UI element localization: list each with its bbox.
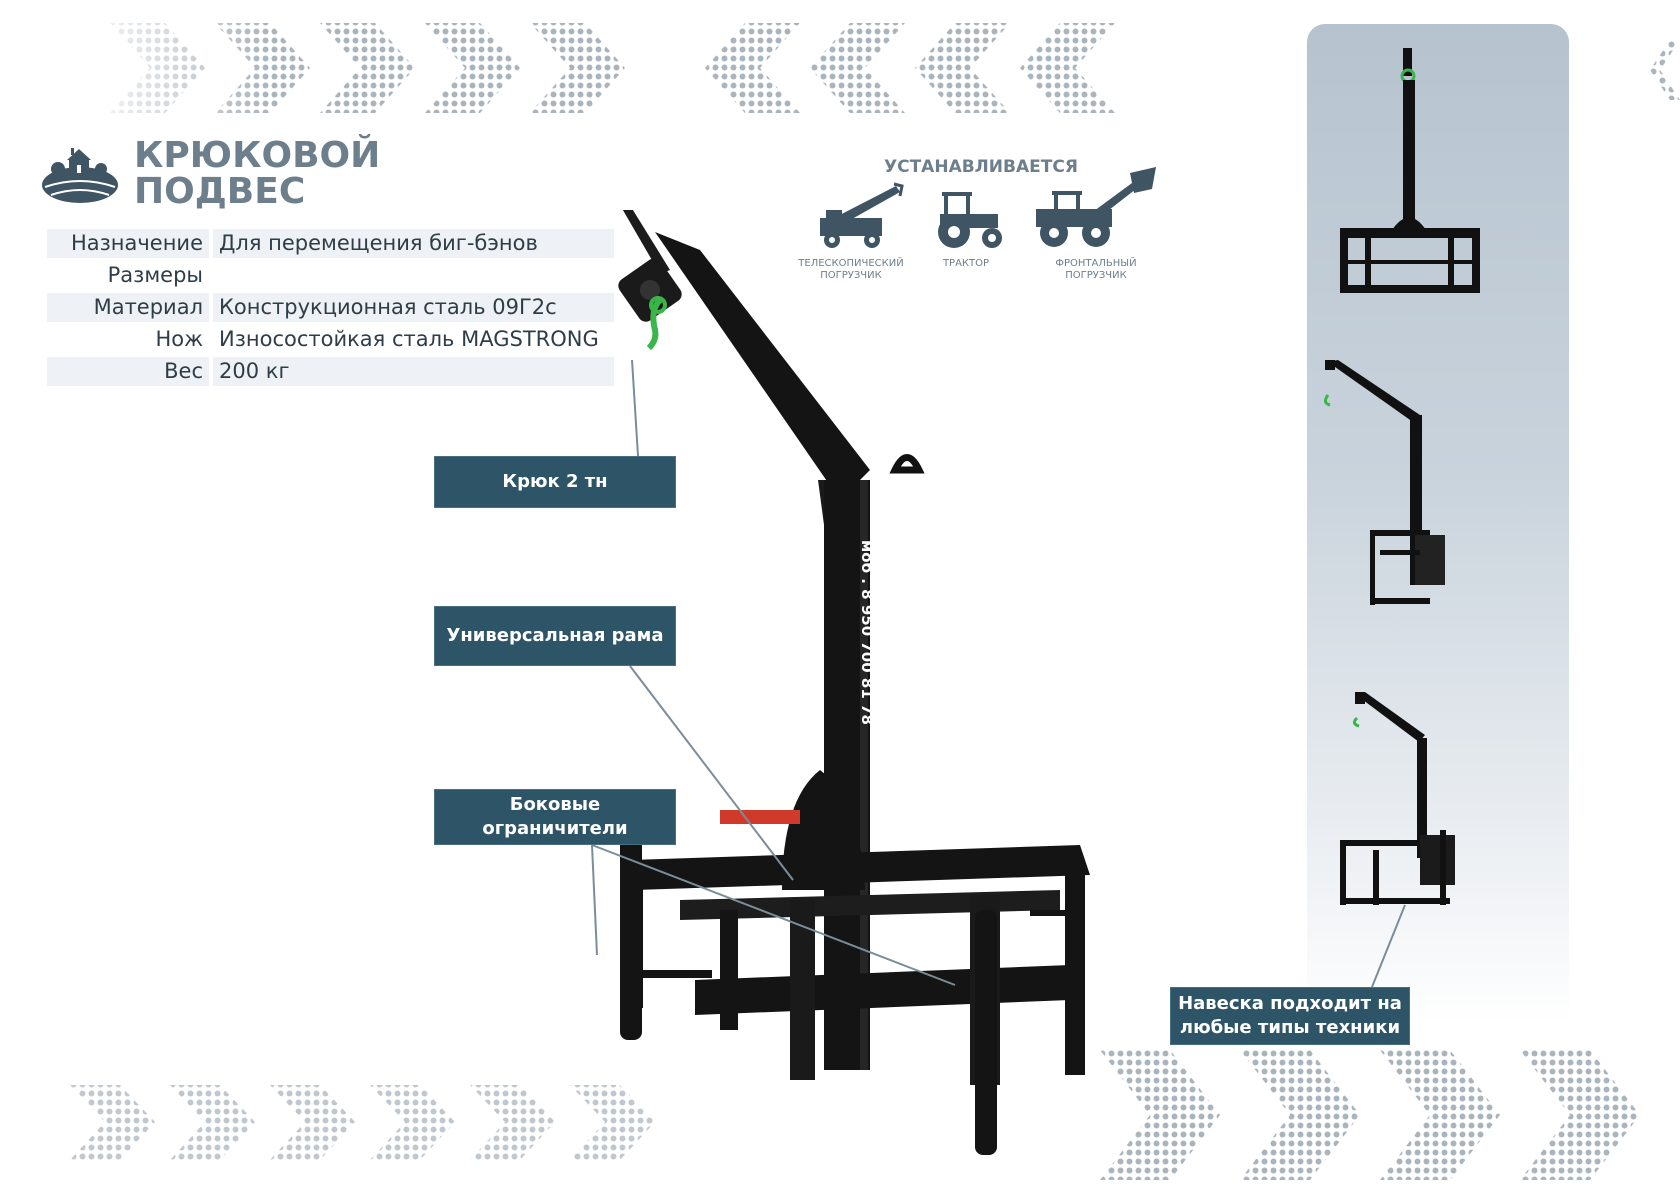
spec-value: Для перемещения биг-бэнов [213,229,614,258]
spec-row-purpose: Назначение Для перемещения биг-бэнов [47,229,614,258]
callout-fits-all-machinery: Навеска подходит на любые типы техники [1170,987,1410,1045]
callout-hook: Крюк 2 тн [434,456,676,508]
spec-value: Конструкционная сталь 09Г2с [213,293,614,322]
page-title: КРЮКОВОЙ ПОДВЕС [134,138,380,210]
callout-side-limiters: Боковые ограничители [434,789,676,845]
mount-label-telehandler: ТЕЛЕСКОПИЧЕСКИЙ ПОГРУЗЧИК [798,258,904,281]
spec-table: Назначение Для перемещения биг-бэнов Раз… [47,229,614,389]
dot-chevron-pattern-right-edge [1650,40,1680,100]
tractor-icon [938,192,1002,248]
spec-row-dimensions: Размеры [47,261,614,290]
spec-row-material: Материал Конструкционная сталь 09Г2с [47,293,614,322]
spec-value: Износостойкая сталь MAGSTRONG [219,327,599,351]
mount-label-front-loader: ФРОНТАЛЬНЫЙ ПОГРУЗЧИК [1055,258,1137,281]
farm-logo-icon [42,148,118,203]
spec-label: Назначение [47,229,209,258]
dot-chevron-pattern-top [90,18,1115,118]
title-line-1: КРЮКОВОЙ [134,135,381,176]
mount-label-tractor: ТРАКТОР [942,258,990,269]
spec-row-blade: Нож Износостойкая сталь MAGSTRONG [47,325,614,354]
front-loader-icon [1036,167,1156,247]
callout-universal-frame: Универсальная рама [434,606,676,666]
spec-label: Вес [47,357,209,386]
spec-label: Размеры [107,263,203,287]
telehandler-icon [820,182,904,248]
spec-value: 200 кг [213,357,614,386]
product-side-view-thumbnail [1323,360,1445,605]
product-isometric-view-thumbnail [1340,692,1455,905]
hook-hanger-product-image: моб . 8 950 700 81 78 [618,210,1090,1155]
phone-number-label: моб . 8 950 700 81 78 [858,540,876,725]
dot-chevron-pattern-bottom-left [70,1085,655,1160]
spec-row-weight: Вес 200 кг [47,357,614,386]
mounting-heading: УСТАНАВЛИВАЕТСЯ [884,157,1078,177]
dot-chevron-pattern-bottom-right [1100,1050,1640,1180]
spec-label: Нож [155,327,203,351]
spec-label: Материал [47,293,209,322]
product-front-view-thumbnail [1340,48,1480,293]
title-line-2: ПОДВЕС [134,171,306,212]
